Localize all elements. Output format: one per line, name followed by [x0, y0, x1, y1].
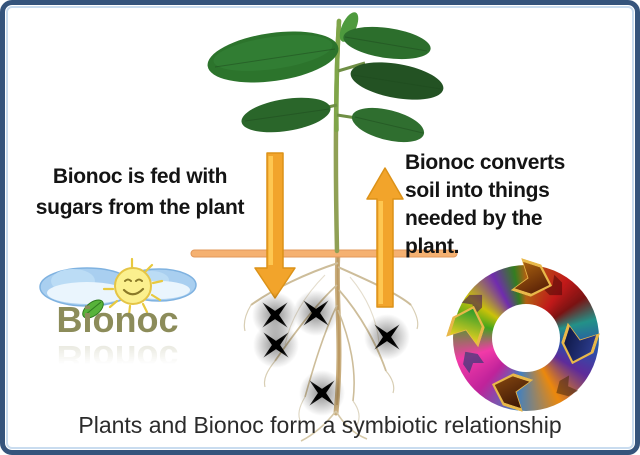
bionoc-logo-graphic [39, 257, 197, 319]
nutrient-cycle-icon [453, 265, 599, 411]
bionoc-logo-reflection: Bionoc [56, 338, 179, 379]
sun-icon [102, 257, 164, 317]
right-label: Bionoc converts soil into things needed … [405, 149, 595, 261]
up-arrow-icon [366, 167, 404, 308]
bionoc-logo-text: Bionoc [56, 299, 179, 340]
root-sparkle-icon [251, 320, 301, 370]
right-label-line: Bionoc converts [405, 151, 566, 174]
cycle-hole [492, 304, 560, 372]
down-arrow-icon [254, 152, 296, 299]
stem-and-leaves [207, 12, 444, 254]
right-label-line: needed by the plant. [405, 207, 543, 258]
seedling-illustration [190, 12, 458, 442]
right-label-line: soil into things [405, 179, 550, 202]
cloud-icon [39, 267, 197, 307]
root-sparkle-icon [297, 368, 347, 418]
left-label: Bionoc is fed with sugars from the plant [21, 161, 259, 223]
leaf-icon [82, 299, 104, 319]
root-sparkle-icon [362, 312, 412, 362]
left-label-line: Bionoc is fed with [52, 165, 228, 188]
root-sparkle-icon [291, 288, 341, 338]
left-label-line: sugars from the plant [35, 196, 245, 219]
caption: Plants and Bionoc form a symbiotic relat… [78, 412, 562, 438]
bionoc-logo: Bionoc Bionoc [35, 255, 200, 385]
